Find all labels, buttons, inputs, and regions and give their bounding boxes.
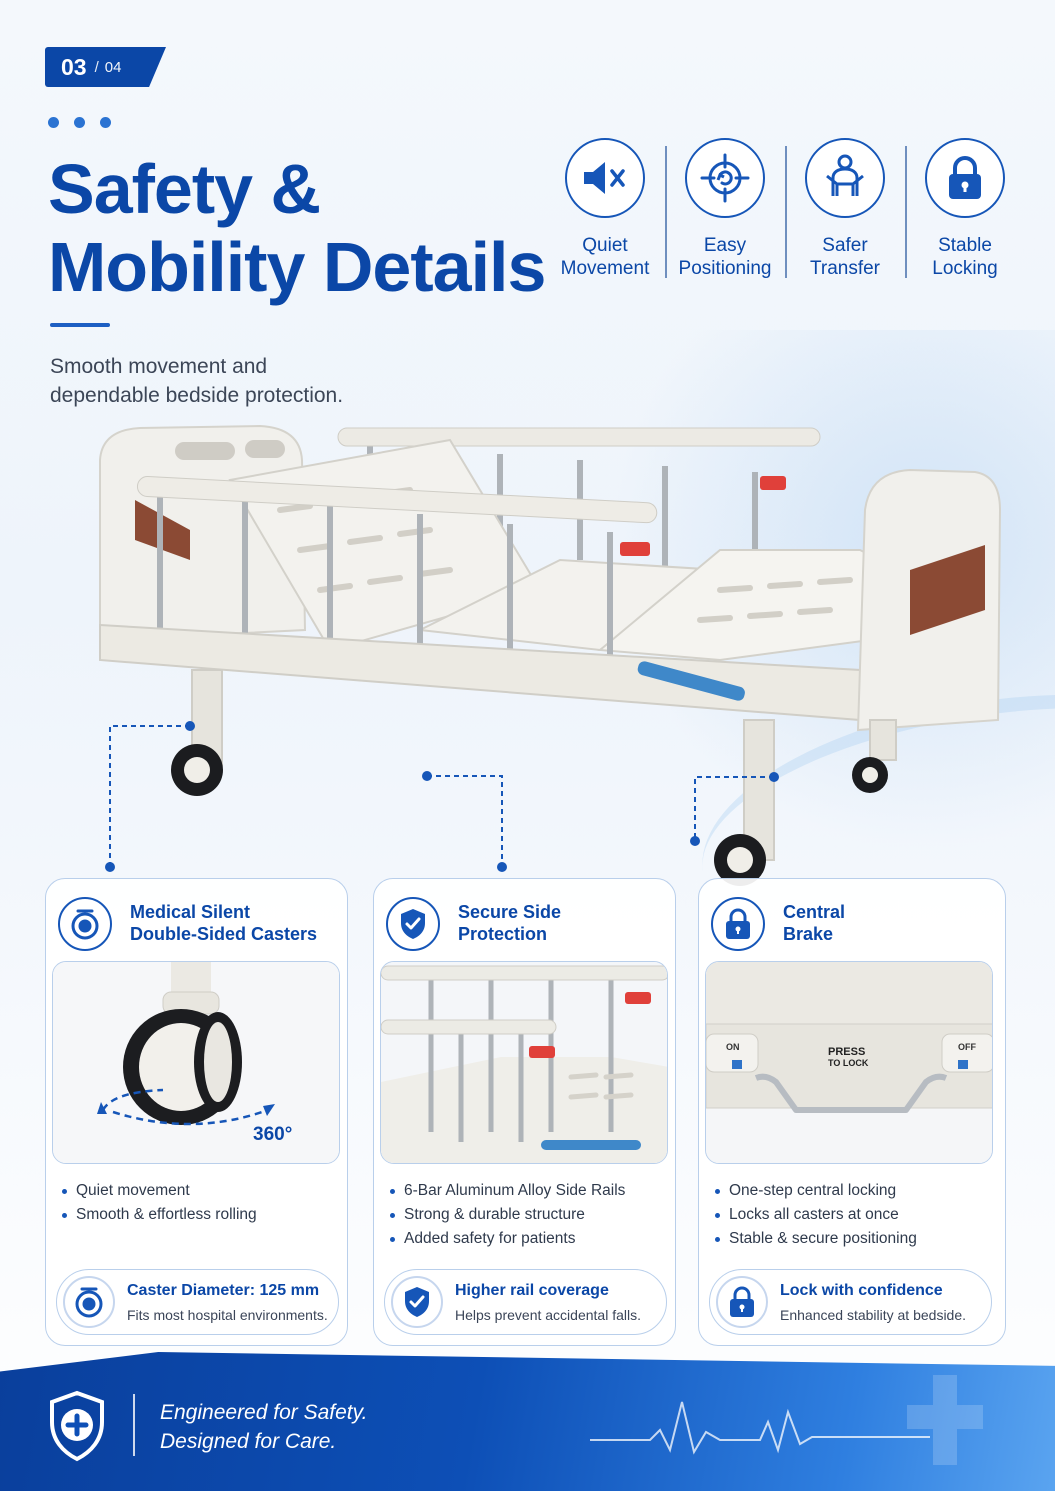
padlock-icon xyxy=(711,897,765,951)
feature-label: Quiet Movement xyxy=(560,235,650,279)
list-item: Quiet movement xyxy=(60,1179,257,1203)
feature-label: Stable Locking xyxy=(932,235,998,279)
footer-pill-text: Helps prevent accidental falls. xyxy=(455,1307,641,1323)
card-bullets: One-step central locking Locks all caste… xyxy=(713,1179,917,1251)
card-central-brake: Central Brake ON OFF PRESS TO LOCK One-s… xyxy=(698,878,1006,1346)
list-item: One-step central locking xyxy=(713,1179,917,1203)
page-total: 04 xyxy=(104,58,122,76)
subtitle-line-2: dependable bedside protection. xyxy=(50,384,344,407)
subtitle-line-1: Smooth movement and xyxy=(50,355,268,378)
card-side-protection: Secure Side Protection 6-Bar Aluminum Al… xyxy=(373,878,676,1346)
list-item: Locks all casters at once xyxy=(713,1203,917,1227)
medical-cross-icon xyxy=(907,1375,983,1465)
list-item: Smooth & effortless rolling xyxy=(60,1203,257,1227)
caster-photo: 360° xyxy=(52,961,340,1164)
to-lock-label: TO LOCK xyxy=(828,1058,869,1068)
feature-stable-locking: Stable Locking xyxy=(905,138,1025,280)
footer-pill-title: Lock with confidence xyxy=(780,1282,943,1299)
brake-on-label: ON xyxy=(726,1042,740,1052)
list-item: Added safety for patients xyxy=(388,1227,625,1251)
padlock-icon xyxy=(925,138,1005,218)
footer-pill-text: Fits most hospital environments. xyxy=(127,1307,328,1323)
footer-tagline: Engineered for Safety. Designed for Care… xyxy=(160,1401,368,1453)
feature-label: Easy Positioning xyxy=(678,235,772,279)
card-bullets: 6-Bar Aluminum Alloy Side Rails Strong &… xyxy=(388,1179,625,1251)
speaker-mute-icon xyxy=(565,138,645,218)
heartbeat-line-icon xyxy=(590,1401,930,1455)
card-footer-pill: Lock with confidence Enhanced stability … xyxy=(709,1269,992,1335)
hospital-bed-image xyxy=(99,424,1002,886)
feature-row: Quiet Movement Easy Positioning Safer Tr… xyxy=(545,138,1025,280)
caster-wheel-icon xyxy=(58,897,112,951)
page-title: Safety & Mobility Details xyxy=(48,150,558,306)
card-footer-pill: Caster Diameter: 125 mm Fits most hospit… xyxy=(56,1269,339,1335)
card-casters: Medical Silent Double-Sided Casters 360°… xyxy=(45,878,348,1346)
feature-label: Safer Transfer xyxy=(809,235,881,279)
footer-pill-title: Higher rail coverage xyxy=(455,1282,609,1299)
card-title: Central Brake xyxy=(783,902,846,944)
page-current: 03 xyxy=(61,53,87,80)
feature-safer-transfer: Safer Transfer xyxy=(785,138,905,280)
title-line-1: Safety & xyxy=(48,150,321,228)
target-rotate-icon xyxy=(685,138,765,218)
footer-pill-title: Caster Diameter: 125 mm xyxy=(127,1282,320,1299)
caregiver-transfer-icon xyxy=(805,138,885,218)
shield-check-icon xyxy=(391,1276,443,1328)
press-label: PRESS xyxy=(828,1046,865,1058)
footer-divider xyxy=(133,1394,135,1456)
brake-off-label: OFF xyxy=(958,1042,976,1052)
decorative-dots xyxy=(48,117,111,128)
list-item: 6-Bar Aluminum Alloy Side Rails xyxy=(388,1179,625,1203)
title-underline xyxy=(50,323,110,327)
list-item: Stable & secure positioning xyxy=(713,1227,917,1251)
padlock-icon xyxy=(716,1276,768,1328)
footer-pill-text: Enhanced stability at bedside. xyxy=(780,1307,967,1323)
feature-quiet-movement: Quiet Movement xyxy=(545,138,665,280)
footer-band: Engineered for Safety. Designed for Care… xyxy=(0,1352,1055,1491)
page-badge: 03 / 04 xyxy=(45,47,166,87)
shield-cross-icon xyxy=(50,1390,104,1462)
card-title: Medical Silent Double-Sided Casters xyxy=(130,902,318,944)
list-item: Strong & durable structure xyxy=(388,1203,625,1227)
title-line-2: Mobility Details xyxy=(48,228,546,306)
card-footer-pill: Higher rail coverage Helps prevent accid… xyxy=(384,1269,667,1335)
rotation-label: 360° xyxy=(253,1124,292,1145)
brake-pedal-photo: ON OFF PRESS TO LOCK xyxy=(705,961,993,1164)
card-title: Secure Side Protection xyxy=(458,902,562,944)
shield-check-icon xyxy=(386,897,440,951)
feature-easy-positioning: Easy Positioning xyxy=(665,138,785,280)
page-subtitle: Smooth movement and dependable bedside p… xyxy=(50,352,430,410)
side-rail-photo xyxy=(380,961,668,1164)
caster-wheel-icon xyxy=(63,1276,115,1328)
card-bullets: Quiet movement Smooth & effortless rolli… xyxy=(60,1179,257,1227)
page-separator: / xyxy=(94,58,99,76)
